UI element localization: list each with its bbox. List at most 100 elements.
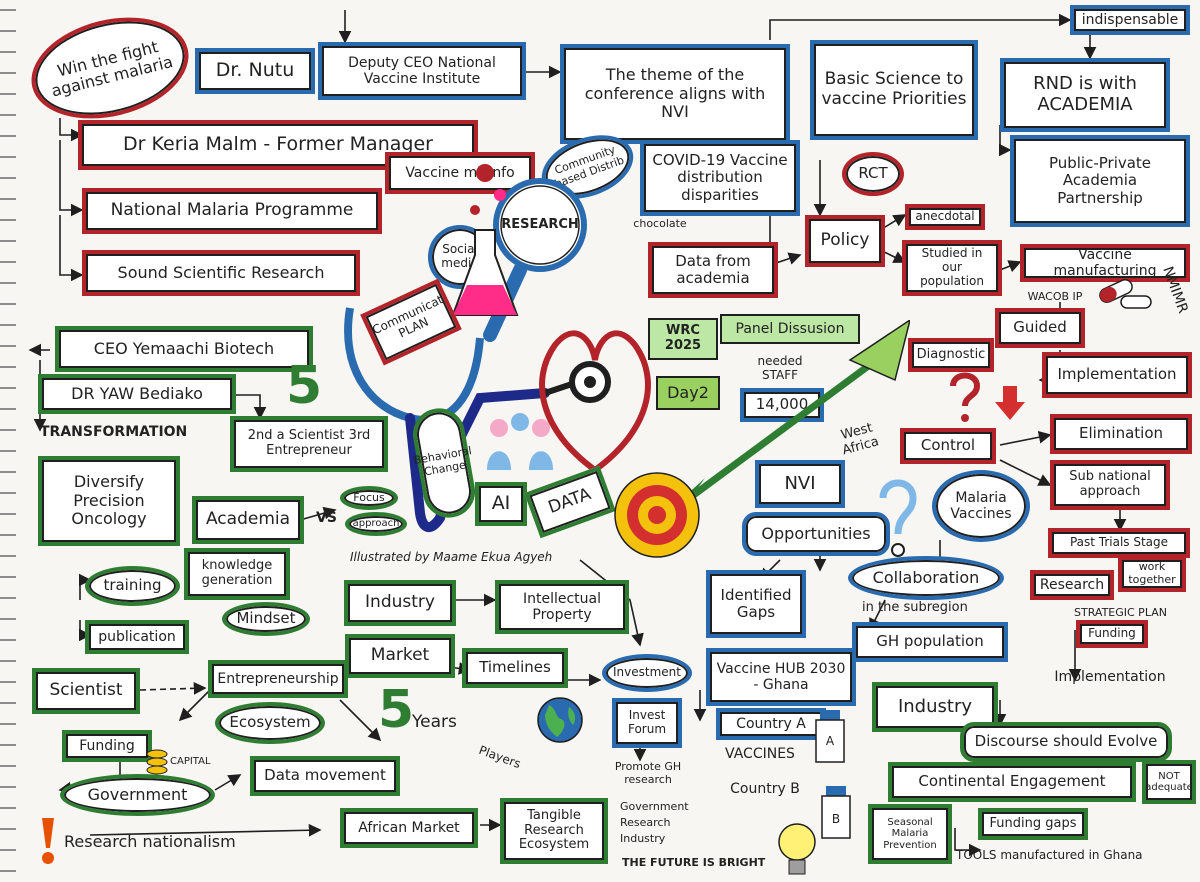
heart-icon <box>539 330 651 474</box>
covid-box: COVID-19 Vaccine distribution disparitie… <box>640 140 800 216</box>
question-mark-icon <box>950 372 981 422</box>
not-adequate-box: NOT adequate <box>1142 760 1196 804</box>
entrepreneurship-box: Entrepreneurship <box>208 660 348 698</box>
funding-box: Funding <box>62 730 152 762</box>
research-nationalism-label: Research nationalism <box>64 832 236 851</box>
implementation-box: Implementation <box>1042 352 1192 398</box>
invest-forum-box: Invest Forum <box>612 698 682 748</box>
connectors <box>28 10 1127 857</box>
market-box: Market <box>345 634 455 678</box>
implementation2-label: Implementation <box>1054 668 1166 685</box>
wacob-label: WACOB IP <box>1027 289 1083 303</box>
future-label: THE FUTURE IS BRIGHT <box>622 856 766 869</box>
industry-box: Industry <box>344 580 456 626</box>
data-academia-box: Data from academia <box>648 242 778 298</box>
people-icon <box>487 413 553 470</box>
five-big-1: 5 <box>286 356 323 416</box>
country-b-label: Country B <box>730 780 800 797</box>
training-oval: training <box>85 566 180 606</box>
ai-box: AI <box>475 482 527 526</box>
connector <box>214 774 242 791</box>
mindset-oval: Mindset <box>222 602 310 636</box>
connector <box>178 689 211 722</box>
gh-population-box: GH population <box>852 622 1008 662</box>
vial-a-label: A <box>825 734 835 749</box>
connector <box>89 823 322 837</box>
indispensable-box: indispensable <box>1070 5 1190 35</box>
malaria-vaccines-oval: Malaria Vaccines <box>932 470 1030 542</box>
vaccine-manufacturing-box: Vaccine manufacturing <box>1020 244 1190 282</box>
vial-icon <box>821 786 851 839</box>
ecosystem-oval: Ecosystem <box>215 702 325 744</box>
notebook-spiral <box>0 0 16 882</box>
capital-label: CAPITAL <box>170 756 211 767</box>
anecdotal-box: anecdotal <box>905 204 985 230</box>
needed-staff-label: needed STAFF <box>757 354 803 382</box>
discourse-box: Discourse should Evolve <box>960 722 1172 762</box>
list-industry: Industry <box>620 832 666 845</box>
knowledge-box: knowledge generation <box>184 548 290 600</box>
connector <box>299 506 337 521</box>
target-icon <box>614 472 700 558</box>
opportunities-box: Opportunities <box>742 512 890 556</box>
funding-gaps-box: Funding gaps <box>978 808 1088 840</box>
transformation-label: TRANSFORMATION <box>40 424 188 440</box>
connector <box>999 459 1052 486</box>
connector <box>59 215 84 282</box>
nvi-box: NVI <box>755 460 845 508</box>
day2-box: Day2 <box>656 376 720 410</box>
connector <box>579 559 644 647</box>
connector <box>59 118 84 142</box>
subnational-box: Sub national approach <box>1050 460 1170 510</box>
african-market-box: African Market <box>340 808 478 848</box>
seasonal-box: Seasonal Malaria Prevention <box>868 804 952 864</box>
staff-count-box: 14,000 <box>740 388 824 422</box>
research-box: Research <box>1030 570 1114 600</box>
ceo-box: CEO Yemaachi Biotech <box>55 326 313 372</box>
vaccines-label: VACCINES <box>725 745 795 762</box>
lightbulb-icon <box>778 823 816 875</box>
connector <box>59 140 84 217</box>
years-label: Years <box>412 712 457 732</box>
collaboration-oval: Collaboration <box>848 556 1004 600</box>
dr-nutu-box: Dr. Nutu <box>195 48 315 94</box>
connector <box>139 681 207 695</box>
guided-box: Guided <box>995 308 1085 348</box>
exclamation-icon <box>42 818 54 864</box>
flask-icon <box>451 164 519 316</box>
vial-b-label: B <box>831 812 841 827</box>
publication-box: publication <box>85 620 189 654</box>
tools-label: TOOLS manufactured in Ghana <box>956 848 1143 862</box>
strategic-plan-label: STRATEGIC PLAN <box>1074 606 1167 619</box>
subregion-label: in the subregion <box>862 600 968 615</box>
continental-box: Continental Engagement <box>888 762 1136 802</box>
pills-icon <box>1099 279 1152 309</box>
connector <box>339 699 382 742</box>
second-scientist-box: 2nd a Scientist 3rd Entrepreneur <box>230 416 388 472</box>
basic-science-box: Basic Science to vaccine Priorities <box>810 40 978 140</box>
vs-label: VS <box>316 510 337 526</box>
vial-icon <box>815 710 845 763</box>
vaccine-misinfo-box: Vaccine misinfo <box>385 152 535 194</box>
past-trials-box: Past Trials Stage <box>1048 528 1190 558</box>
diversify-box: Diversify Precision Oncology <box>38 456 180 546</box>
question-mark-blue-icon <box>879 479 917 557</box>
approach-oval: approach <box>345 512 407 536</box>
connector <box>954 828 982 857</box>
connector <box>999 260 1022 273</box>
connector <box>998 125 1012 157</box>
dr-yaw-box: DR YAW Bediako <box>38 374 236 414</box>
nmp-box: National Malaria Programme <box>82 188 382 234</box>
diagnostic-box: Diagnostic <box>908 338 994 372</box>
scientist-box: Scientist <box>32 668 140 714</box>
panel-discussion-banner: Panel Dissusion <box>720 314 860 344</box>
chocolate-label: chocolate <box>633 216 687 230</box>
work-together-box: work together <box>1118 556 1186 592</box>
focus-oval: Focus <box>340 486 398 510</box>
investment-oval: Investment <box>602 654 692 692</box>
policy-box: Policy <box>805 215 885 267</box>
ip-box: Intellectual Property <box>495 580 629 634</box>
vaccine-hub-box: Vaccine HUB 2030 - Ghana <box>706 648 856 706</box>
data-movement-box: Data movement <box>250 756 400 796</box>
